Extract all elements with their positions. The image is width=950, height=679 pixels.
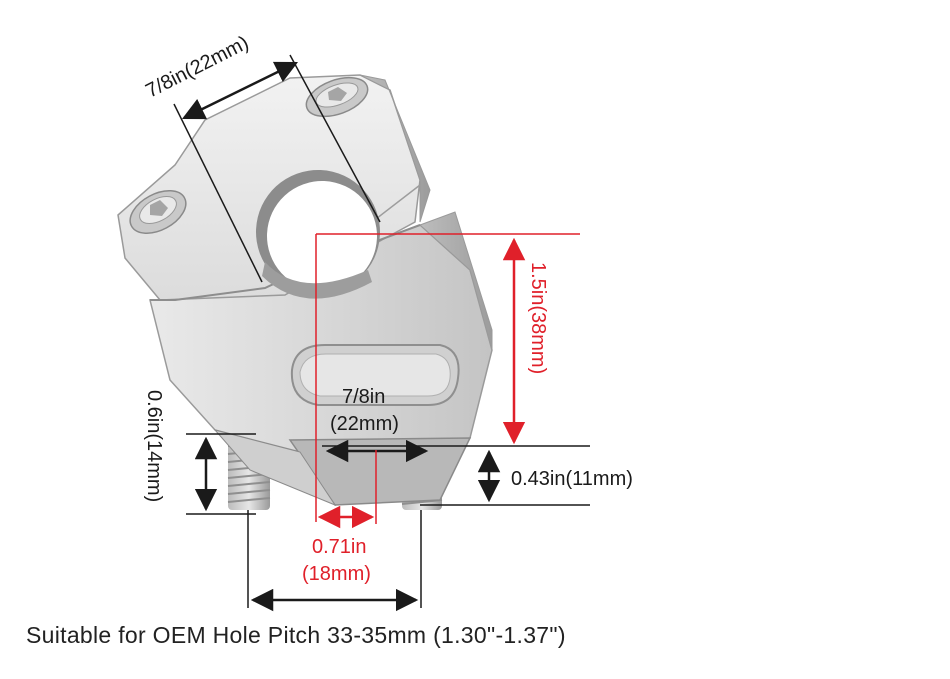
- label-base-thickness: 0.43in(11mm): [511, 468, 633, 490]
- dim-stud-length: 0.6in(14mm): [143, 390, 256, 515]
- dim-base-width: 7/8in (22mm): [322, 386, 590, 463]
- label-base-width-line1: 7/8in: [342, 386, 385, 408]
- label-offset-line2: (18mm): [302, 563, 371, 585]
- dim-height: 1.5in(38mm): [315, 233, 580, 522]
- caption: Suitable for OEM Hole Pitch 33-35mm (1.3…: [26, 622, 566, 648]
- cap-bolt-left: [129, 190, 187, 234]
- label-offset-line1: 0.71in: [312, 536, 367, 558]
- riser-illustration: [117, 74, 493, 510]
- dim-base-thickness: 0.43in(11mm): [420, 449, 633, 506]
- label-height: 1.5in(38mm): [527, 262, 549, 374]
- label-stud-length: 0.6in(14mm): [143, 390, 165, 502]
- dim-hole-pitch: [247, 510, 422, 612]
- label-base-width-line2: (22mm): [330, 413, 399, 435]
- dim-offset: 0.71in (18mm): [302, 450, 377, 585]
- cap-bolt-right: [305, 76, 369, 118]
